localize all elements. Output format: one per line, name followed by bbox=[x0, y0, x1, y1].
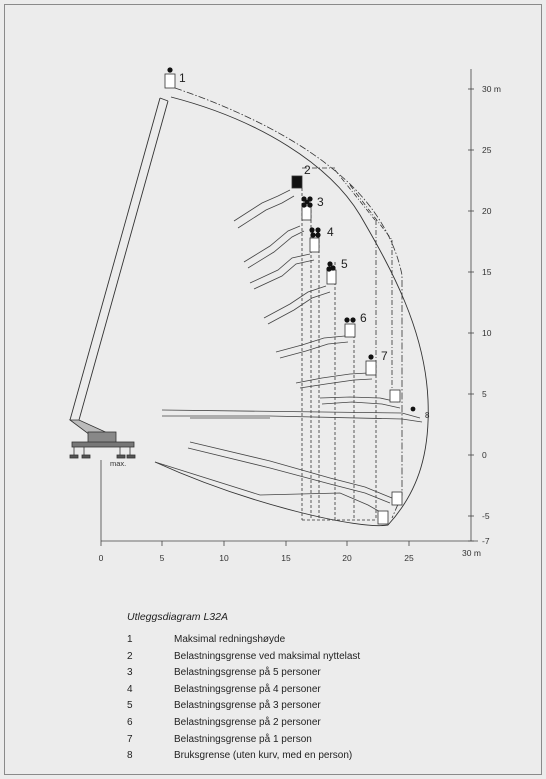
legend-number: 5 bbox=[127, 700, 133, 712]
pos-label-7: 7 bbox=[381, 349, 388, 363]
position-labels: 1 2 3 4 5 6 7 8 bbox=[179, 71, 430, 420]
reach-tick-label: 10 bbox=[219, 553, 229, 563]
legend-item: 5 Belastningsgrense på 3 personer bbox=[127, 698, 360, 715]
basket-3 bbox=[301, 205, 312, 221]
lower-baskets bbox=[377, 491, 403, 525]
legend-number: 7 bbox=[127, 733, 133, 745]
reach-axis bbox=[100, 460, 478, 542]
pos-label-8: 8 bbox=[425, 411, 430, 420]
work-envelope-solid bbox=[154, 96, 429, 527]
legend-item: 6 Belastningsgrense på 2 personer bbox=[127, 715, 360, 732]
vehicle-base bbox=[68, 419, 136, 459]
basket-low-1 bbox=[389, 389, 401, 403]
basket-1 bbox=[164, 73, 176, 89]
height-tick-label: -7 bbox=[482, 536, 490, 546]
basket-2 bbox=[291, 175, 303, 189]
horizontal-boom bbox=[161, 409, 423, 423]
legend-item: 2 Belastningsgrense ved maksimal nyttelas… bbox=[127, 649, 360, 666]
reach-tick-label: 20 bbox=[342, 553, 352, 563]
basket-4 bbox=[309, 237, 320, 253]
boom-arms bbox=[233, 189, 401, 409]
basket-6 bbox=[344, 323, 356, 338]
legend-text: Belastningsgrense på 2 personer bbox=[174, 716, 321, 728]
diagram-caption: Utleggsdiagram L32A bbox=[127, 611, 228, 623]
legend-item: 8 Bruksgrense (uten kurv, med en person) bbox=[127, 748, 360, 765]
limit-diag-b bbox=[349, 184, 393, 241]
legend-text: Belastningsgrense på 5 personer bbox=[174, 667, 321, 679]
legend-item: 7 Belastningsgrense på 1 person bbox=[127, 732, 360, 749]
baskets bbox=[291, 175, 401, 403]
legend-number: 1 bbox=[127, 634, 133, 645]
legend-number: 4 bbox=[127, 683, 133, 695]
pos-label-6: 6 bbox=[360, 311, 367, 325]
legend-number: 8 bbox=[127, 750, 133, 762]
height-tick-label: 30 m bbox=[482, 84, 501, 94]
height-tick-label: 25 bbox=[482, 145, 492, 155]
height-tick-label: 15 bbox=[482, 267, 492, 277]
reach-tick-label: 25 bbox=[404, 553, 414, 563]
legend-text: Belastningsgrense ved maksimal nyttelast bbox=[174, 650, 361, 662]
person-icon bbox=[167, 67, 173, 73]
basket-7 bbox=[365, 360, 377, 376]
legend-number: 2 bbox=[127, 650, 133, 662]
max-label: max. bbox=[110, 459, 126, 468]
basket-5 bbox=[326, 269, 337, 285]
legend-text: Belastningsgrense på 1 person bbox=[174, 733, 312, 745]
legend-item: 1 Maksimal redningshøyde bbox=[127, 632, 360, 649]
legend-number: 6 bbox=[127, 716, 133, 728]
diagram-frame bbox=[4, 4, 542, 775]
pos-label-1: 1 bbox=[179, 71, 186, 85]
main-boom bbox=[69, 97, 169, 421]
height-tick-label: 20 bbox=[482, 206, 492, 216]
reach-axis-ticks: 0 5 10 15 20 25 30 m bbox=[99, 541, 481, 563]
pos-label-5: 5 bbox=[341, 257, 348, 271]
reach-axis-end-label: 30 m bbox=[462, 548, 481, 558]
reach-tick-label: 0 bbox=[99, 553, 104, 563]
height-tick-label: 10 bbox=[482, 328, 492, 338]
basket-low-2 bbox=[391, 491, 403, 506]
height-tick-label: 5 bbox=[482, 389, 487, 399]
legend-number: 3 bbox=[127, 667, 133, 679]
legend-item: 3 Belastningsgrense på 5 personer bbox=[127, 665, 360, 682]
legend-text: Belastningsgrense på 4 personer bbox=[174, 683, 321, 695]
height-axis-ticks: 30 m 25 20 15 10 5 0 -5 -7 bbox=[468, 84, 501, 546]
legend-text: Maksimal redningshøyde bbox=[174, 634, 286, 645]
basket-low-3 bbox=[377, 510, 389, 525]
load-limit-lines bbox=[301, 167, 393, 521]
limit-diag-a bbox=[334, 169, 376, 221]
pos-label-4: 4 bbox=[327, 225, 334, 239]
pos-label-2: 2 bbox=[304, 163, 311, 177]
lower-booms bbox=[154, 441, 393, 514]
legend-text: Bruksgrense (uten kurv, med en person) bbox=[174, 750, 353, 762]
pos-label-3: 3 bbox=[317, 195, 324, 209]
height-tick-label: 0 bbox=[482, 450, 487, 460]
reach-tick-label: 15 bbox=[281, 553, 291, 563]
person-icons bbox=[301, 196, 416, 412]
legend-text: Belastningsgrense på 3 personer bbox=[174, 700, 321, 712]
legend-item: 4 Belastningsgrense på 4 personer bbox=[127, 682, 360, 699]
reach-tick-label: 5 bbox=[160, 553, 165, 563]
max-envelope-dashdot bbox=[174, 87, 403, 519]
height-tick-label: -5 bbox=[482, 511, 490, 521]
